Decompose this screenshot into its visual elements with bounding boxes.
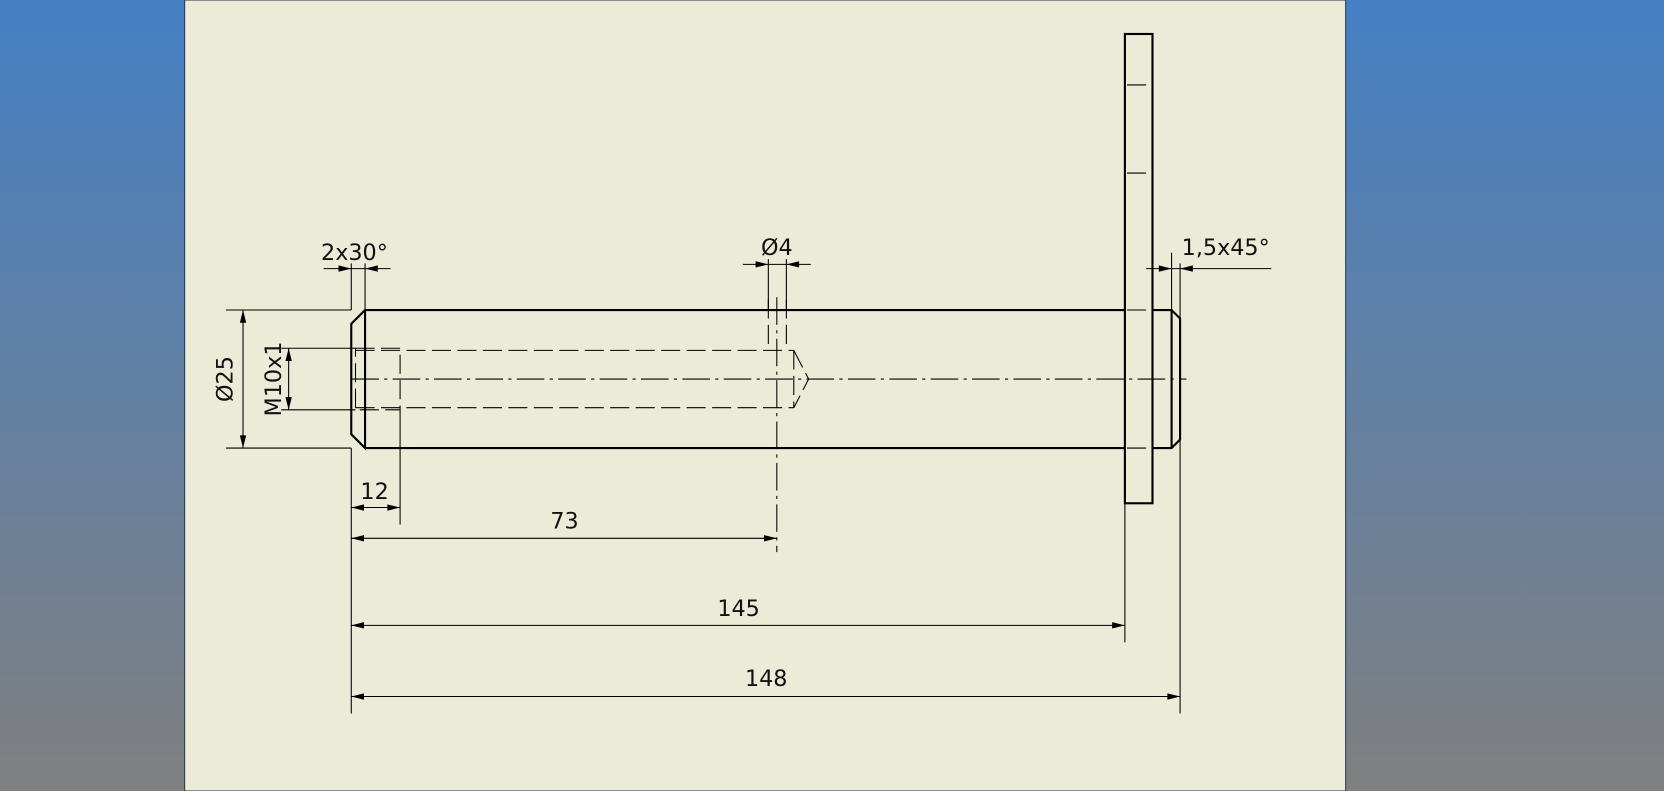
dim-overall-length: 148	[745, 666, 788, 692]
dim-flange-position: 145	[717, 596, 760, 622]
dim-hole-position: 73	[550, 509, 578, 535]
extension-lines	[226, 252, 1181, 714]
dim-thread: M10x1	[261, 342, 287, 417]
dim-chamfer-right: 1,5x45°	[1182, 235, 1270, 261]
dim-chamfer-left: 2x30°	[321, 240, 388, 266]
dimension-labels: Ø25 M10x1 2x30° Ø4 1,5x45° 12 73 145 148	[212, 235, 1269, 692]
dim-cross-hole: Ø4	[761, 235, 793, 261]
dimension-lines	[239, 261, 1272, 700]
part-outline	[350, 32, 1182, 505]
dim-diameter-shaft: Ø25	[212, 356, 238, 402]
dim-thread-depth: 12	[360, 479, 388, 505]
